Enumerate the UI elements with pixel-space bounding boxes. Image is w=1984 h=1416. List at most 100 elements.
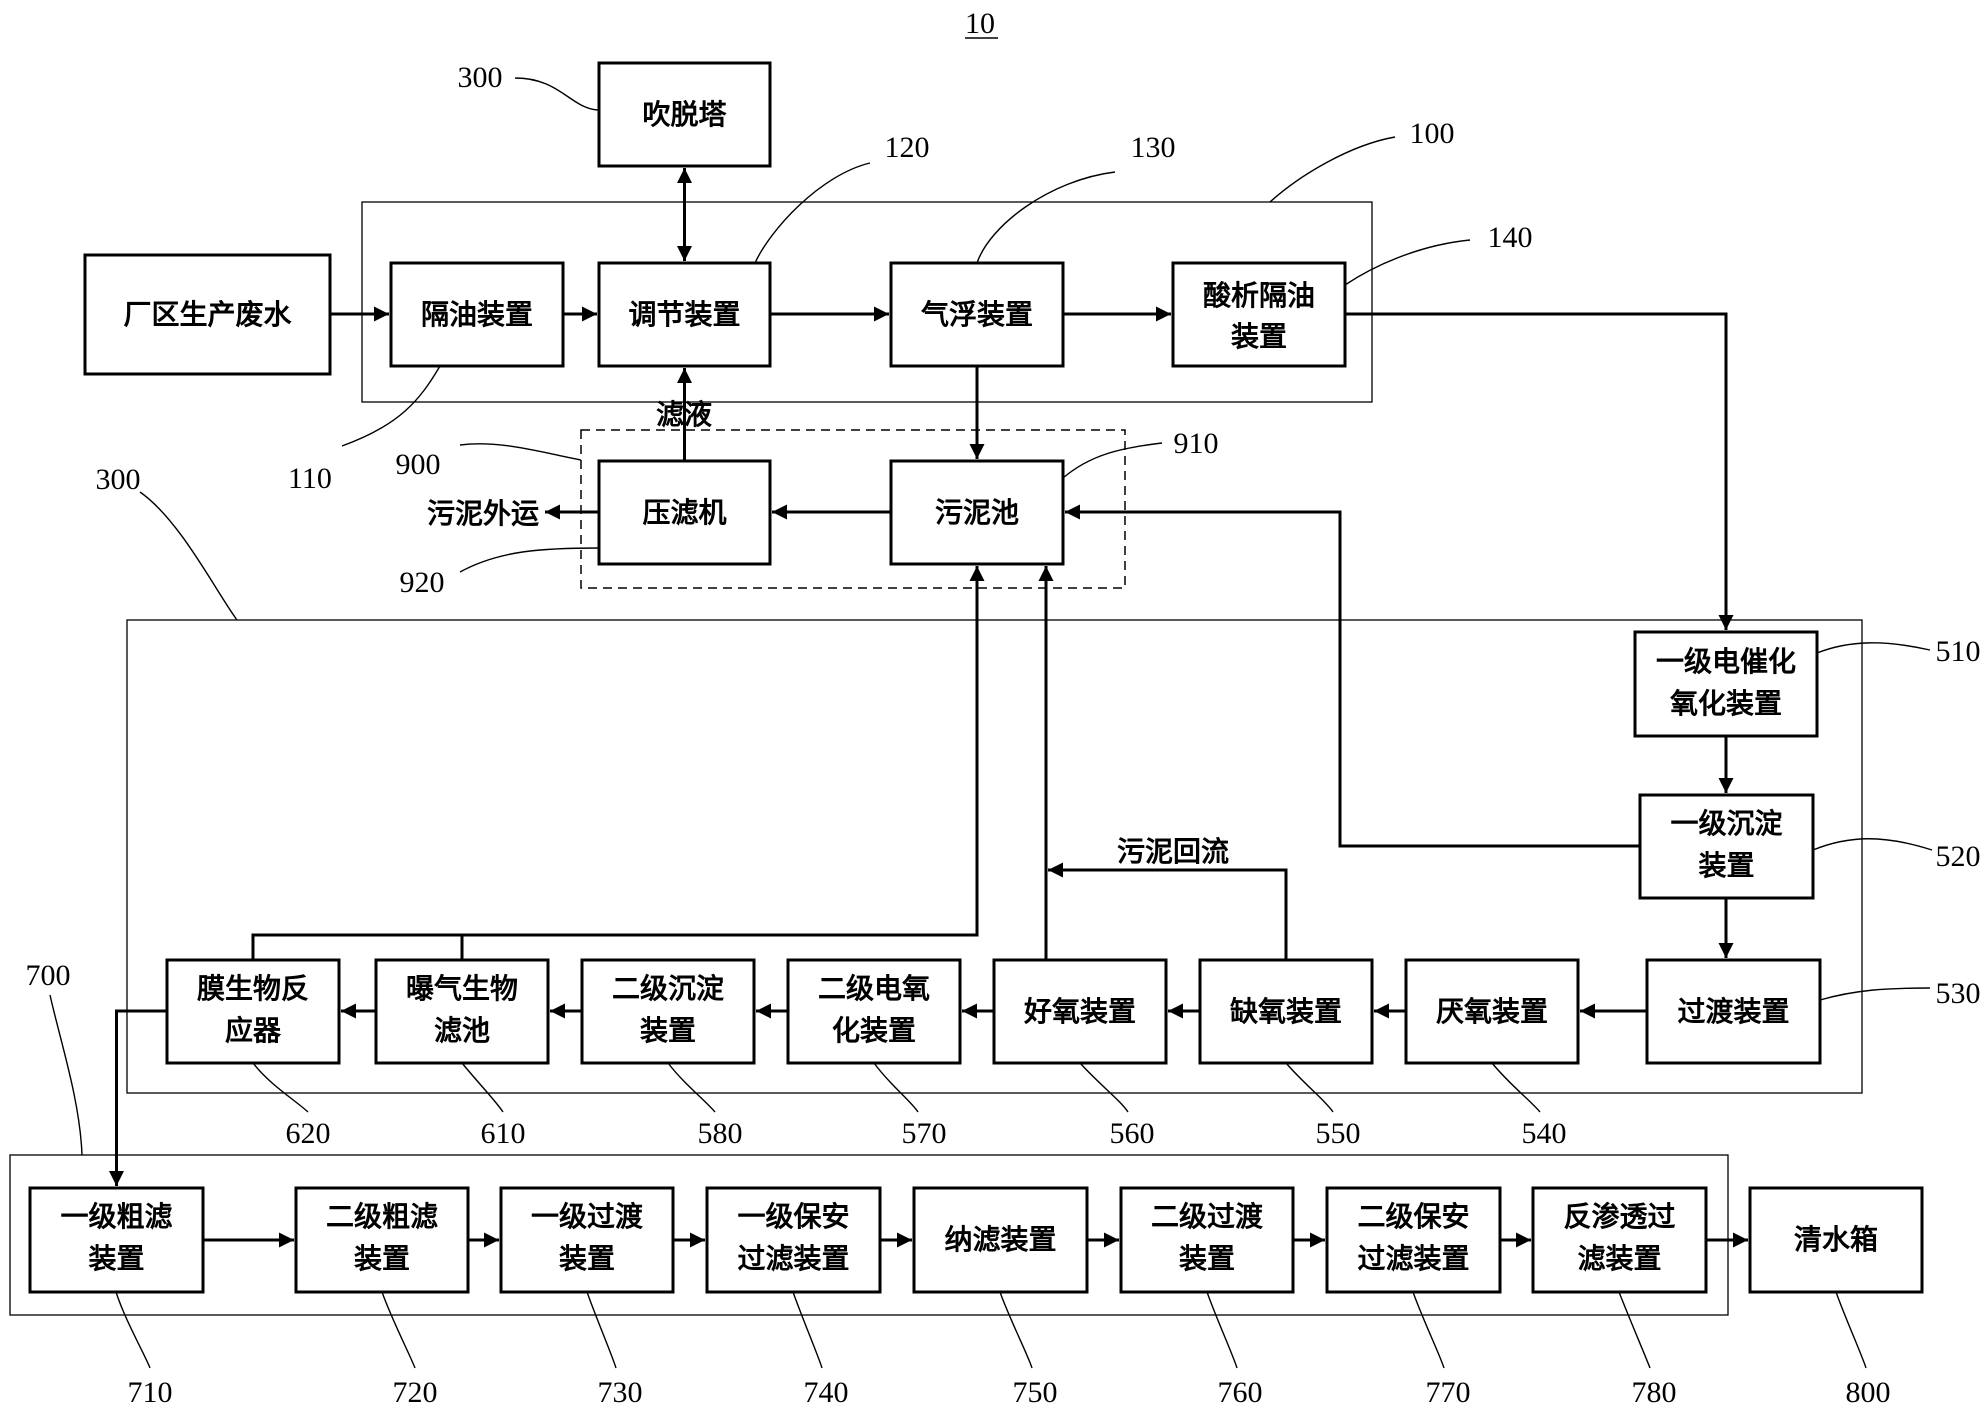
group-sludge-900	[580, 429, 1126, 589]
label-filtrate: 滤液	[656, 398, 712, 431]
box-eoxidation-2	[786, 958, 962, 1065]
ref-740: 740	[804, 1376, 849, 1409]
leader-530	[1819, 987, 1931, 1001]
box-nanofiltration-label: 纳滤装置	[944, 1223, 1056, 1256]
ref-540: 540	[1522, 1117, 1567, 1150]
leader-140	[1344, 239, 1471, 286]
arrow-anoxic-sludge-return	[1048, 862, 1288, 960]
box-stripping-tower	[597, 61, 772, 168]
box-filter-press-label: 压滤机	[642, 496, 726, 529]
leader-920	[459, 547, 600, 573]
ref-550: 550	[1316, 1117, 1361, 1150]
ref-120: 120	[885, 131, 930, 164]
box-mbr-label-1: 膜生物反	[197, 972, 309, 1005]
box-mbr-label-2: 应器	[225, 1014, 282, 1047]
leader-610	[461, 1062, 504, 1113]
leader-510	[1816, 642, 1931, 654]
box-sludge-tank-label: 污泥池	[935, 496, 1019, 529]
leader-130	[976, 171, 1116, 264]
box-sedimentation-2-label-2: 装置	[640, 1014, 696, 1047]
leader-900	[459, 443, 582, 461]
leader-570	[873, 1062, 919, 1113]
box-aerobic	[992, 958, 1168, 1065]
box-sedimentation-1-label-1: 一级沉淀	[1670, 807, 1783, 840]
box-transition-1	[499, 1186, 675, 1294]
box-transition-1-label-1: 一级过渡	[531, 1200, 644, 1233]
leader-520	[1812, 838, 1933, 851]
box-transition-2-label-2: 装置	[1179, 1242, 1235, 1275]
box-oil-separator-label: 隔油装置	[421, 298, 533, 331]
box-ecat-oxidation-1-label-2: 氧化装置	[1670, 687, 1782, 720]
box-aerobic-label: 好氧装置	[1023, 995, 1136, 1028]
leader-760	[1206, 1291, 1238, 1369]
group-biochem-300	[126, 619, 1863, 1094]
box-coarse-filter-1-label-1: 一级粗滤	[60, 1200, 172, 1233]
figure-number: 10	[965, 7, 995, 40]
ref-620: 620	[286, 1117, 331, 1150]
box-nanofiltration	[912, 1186, 1089, 1294]
ref-580: 580	[698, 1117, 743, 1150]
leader-700	[49, 994, 83, 1156]
box-air-flotation-label: 气浮装置	[920, 298, 1033, 331]
box-transition-1-label-2: 装置	[559, 1242, 615, 1275]
ref-610: 610	[481, 1117, 526, 1150]
box-coarse-filter-2-label-1: 二级粗滤	[326, 1200, 438, 1233]
box-security-filter-2-label-2: 过滤装置	[1357, 1242, 1469, 1275]
box-acid-oil-separator-label-2: 装置	[1231, 320, 1287, 353]
ref-570: 570	[902, 1117, 947, 1150]
box-ro-filter	[1531, 1186, 1708, 1294]
leader-100	[1269, 136, 1396, 203]
ref-730: 730	[598, 1376, 643, 1409]
box-ro-filter-label-2: 滤装置	[1577, 1242, 1661, 1275]
ref-720: 720	[393, 1376, 438, 1409]
ref-760: 760	[1218, 1376, 1263, 1409]
box-plant-wastewater-label: 厂区生产废水	[123, 298, 292, 331]
box-anoxic-label: 缺氧装置	[1230, 995, 1342, 1028]
box-sedimentation-1	[1638, 793, 1815, 900]
ref-520: 520	[1936, 840, 1981, 873]
ref-750: 750	[1013, 1376, 1058, 1409]
leader-910	[1062, 442, 1163, 479]
box-air-flotation	[889, 261, 1065, 368]
leader-710	[115, 1291, 151, 1369]
ref-510: 510	[1936, 635, 1981, 668]
group-membrane-700	[9, 1154, 1729, 1316]
leader-730	[586, 1291, 617, 1369]
box-transition-label: 过渡装置	[1677, 995, 1789, 1028]
leader-300-left	[139, 491, 238, 621]
ref-130: 130	[1131, 131, 1176, 164]
leader-580	[667, 1062, 716, 1113]
line-mbr-baf-to-sludge-tank	[251, 566, 985, 960]
box-anoxic	[1198, 958, 1374, 1065]
ref-300-left: 300	[96, 463, 141, 496]
ref-100: 100	[1410, 117, 1455, 150]
box-ro-filter-label-1: 反渗透过	[1563, 1200, 1675, 1233]
ref-530: 530	[1936, 977, 1981, 1010]
ref-910: 910	[1174, 427, 1219, 460]
ref-560: 560	[1110, 1117, 1155, 1150]
box-baf-label-2: 滤池	[434, 1014, 490, 1047]
label-sludge-out: 污泥外运	[427, 497, 539, 530]
box-transition-2	[1119, 1186, 1295, 1294]
box-security-filter-1-label-2: 过滤装置	[737, 1242, 849, 1275]
leader-720	[381, 1291, 416, 1369]
ref-800: 800	[1846, 1376, 1891, 1409]
box-sludge-tank	[889, 459, 1065, 566]
box-anaerobic-label: 厌氧装置	[1436, 995, 1548, 1028]
leader-110	[341, 365, 441, 447]
ref-710: 710	[128, 1376, 173, 1409]
ref-900: 900	[396, 448, 441, 481]
ref-110: 110	[288, 462, 332, 495]
box-clean-water-tank	[1748, 1186, 1924, 1294]
box-sedimentation-2	[580, 958, 756, 1065]
ref-300-top: 300	[458, 61, 503, 94]
leader-740	[792, 1291, 823, 1369]
leader-620	[252, 1062, 309, 1113]
label-sludge-return: 污泥回流	[1117, 835, 1229, 868]
box-ecat-oxidation-1-label-1: 一级电催化	[1656, 645, 1796, 678]
leader-550	[1285, 1062, 1334, 1113]
ref-920: 920	[400, 566, 445, 599]
box-acid-oil-separator	[1171, 261, 1347, 368]
box-stripping-tower-label: 吹脱塔	[642, 98, 727, 131]
